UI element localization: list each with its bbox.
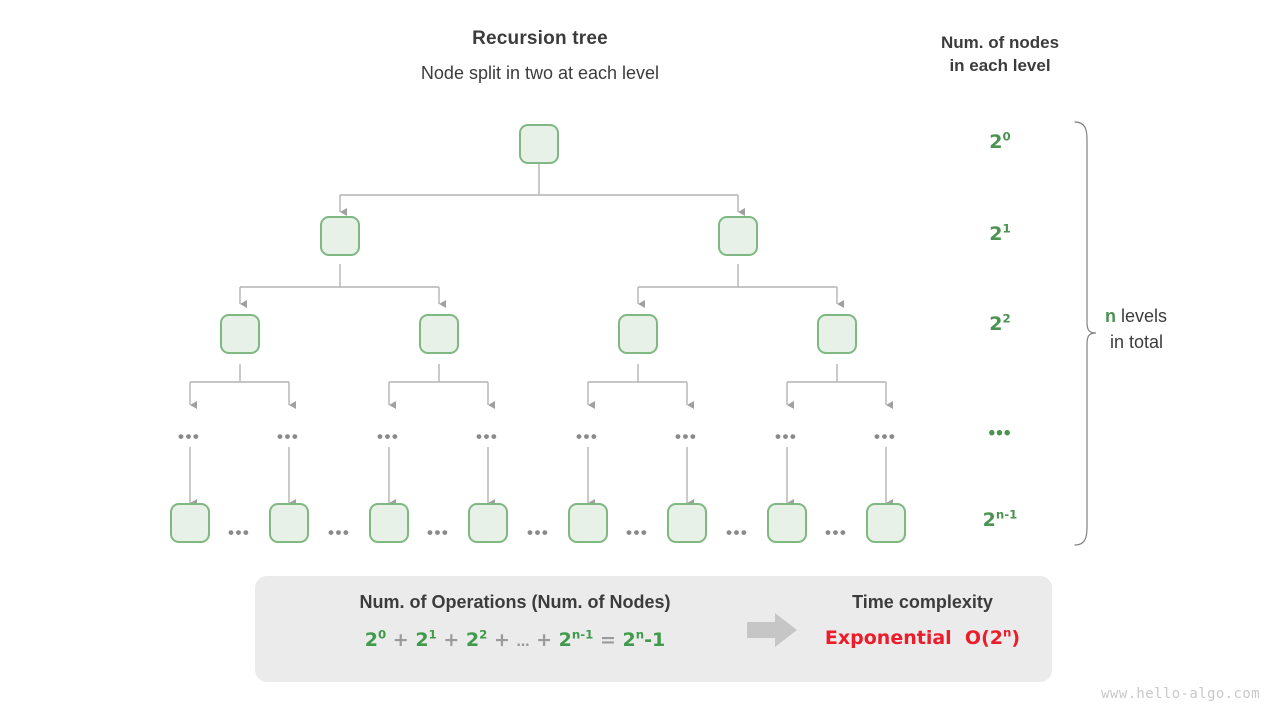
tree-ellipsis-mid: ••• bbox=[775, 427, 798, 446]
tree-node bbox=[519, 124, 559, 164]
tree-node bbox=[220, 314, 260, 354]
tree-node bbox=[369, 503, 409, 543]
tree-node bbox=[618, 314, 658, 354]
formula-term-1: 20 bbox=[364, 627, 387, 651]
formula-term-3: 22 bbox=[465, 627, 488, 651]
tree-ellipsis-bottom: ••• bbox=[626, 523, 649, 542]
summary-formula: 20 + 21 + 22 + … + 2n-1 = 2n-1 bbox=[295, 629, 735, 651]
tree-node bbox=[718, 216, 758, 256]
tree-node bbox=[767, 503, 807, 543]
site-watermark: www.hello-algo.com bbox=[1101, 686, 1260, 702]
level-count-exponent: n-1 bbox=[995, 507, 1018, 522]
tree-node bbox=[170, 503, 210, 543]
tree-node bbox=[568, 503, 608, 543]
level-count-base: 2 bbox=[989, 131, 1003, 153]
tree-node bbox=[817, 314, 857, 354]
tree-ellipsis-bottom: ••• bbox=[825, 523, 848, 542]
complexity-name: Exponential bbox=[824, 627, 952, 649]
summary-complexity-title: Time complexity bbox=[852, 592, 993, 612]
tree-ellipsis-mid: ••• bbox=[576, 427, 599, 446]
formula-term-2: 21 bbox=[415, 627, 437, 651]
column-header-node-count: Num. of nodes in each level bbox=[900, 32, 1100, 78]
level-count-label-0: 20 bbox=[940, 131, 1060, 153]
level-count-base: 2 bbox=[989, 223, 1003, 245]
formula-equals: = bbox=[599, 629, 616, 651]
level-count-exponent: 0 bbox=[1002, 129, 1011, 144]
tree-node bbox=[269, 503, 309, 543]
page-title: Recursion tree bbox=[472, 28, 608, 49]
page-subtitle: Node split in two at each level bbox=[420, 63, 660, 83]
brace-n-symbol: n bbox=[1105, 306, 1116, 326]
formula-plus-2: + bbox=[443, 629, 460, 651]
formula-plus-3: + bbox=[493, 629, 510, 651]
tree-ellipsis-bottom: ••• bbox=[726, 523, 749, 542]
formula-plus-1: + bbox=[392, 629, 409, 651]
tree-ellipsis-mid: ••• bbox=[277, 427, 300, 446]
level-count-label-2: 22 bbox=[940, 313, 1060, 335]
level-count-label-n-1: 2n-1 bbox=[940, 509, 1060, 531]
formula-term-last: 2n-1 bbox=[558, 627, 594, 651]
tree-node bbox=[866, 503, 906, 543]
levels-brace bbox=[1074, 121, 1097, 546]
tree-ellipsis-mid: ••• bbox=[178, 427, 201, 446]
column-header-line1: Num. of nodes bbox=[940, 33, 1060, 52]
brace-label-line1: levels bbox=[1121, 306, 1168, 326]
arrow-right-icon bbox=[747, 613, 797, 647]
summary-operations-title: Num. of Operations (Num. of Nodes) bbox=[359, 592, 671, 612]
tree-node bbox=[667, 503, 707, 543]
formula-plus-4: + bbox=[536, 629, 553, 651]
complexity-notation: O(2n) bbox=[964, 625, 1021, 649]
tree-node bbox=[419, 314, 459, 354]
tree-ellipsis-bottom: ••• bbox=[228, 523, 251, 542]
level-count-base: 2 bbox=[982, 509, 996, 531]
level-count-exponent: 1 bbox=[1002, 221, 1011, 236]
tree-ellipsis-bottom: ••• bbox=[328, 523, 351, 542]
tree-ellipsis-bottom: ••• bbox=[427, 523, 450, 542]
level-count-label-ellipsis: ••• bbox=[988, 423, 1012, 444]
level-count-base: 2 bbox=[989, 313, 1003, 335]
summary-panel: Num. of Operations (Num. of Nodes) 20 + … bbox=[255, 576, 1052, 682]
tree-ellipsis-bottom: ••• bbox=[527, 523, 550, 542]
level-count-exponent: 2 bbox=[1002, 311, 1011, 326]
tree-node bbox=[320, 216, 360, 256]
level-count-label-1: 21 bbox=[940, 223, 1060, 245]
tree-ellipsis-mid: ••• bbox=[377, 427, 400, 446]
summary-complexity-value: Exponential O(2n) bbox=[800, 627, 1045, 649]
formula-ellipsis: … bbox=[516, 635, 530, 650]
column-header-line2: in each level bbox=[949, 55, 1051, 75]
brace-label-line2: in total bbox=[1110, 332, 1164, 353]
brace-annotation: n levels in total bbox=[1105, 303, 1265, 355]
tree-ellipsis-mid: ••• bbox=[874, 427, 897, 446]
formula-result: 2n-1 bbox=[622, 627, 666, 651]
tree-ellipsis-mid: ••• bbox=[476, 427, 499, 446]
tree-ellipsis-mid: ••• bbox=[675, 427, 698, 446]
tree-node bbox=[468, 503, 508, 543]
